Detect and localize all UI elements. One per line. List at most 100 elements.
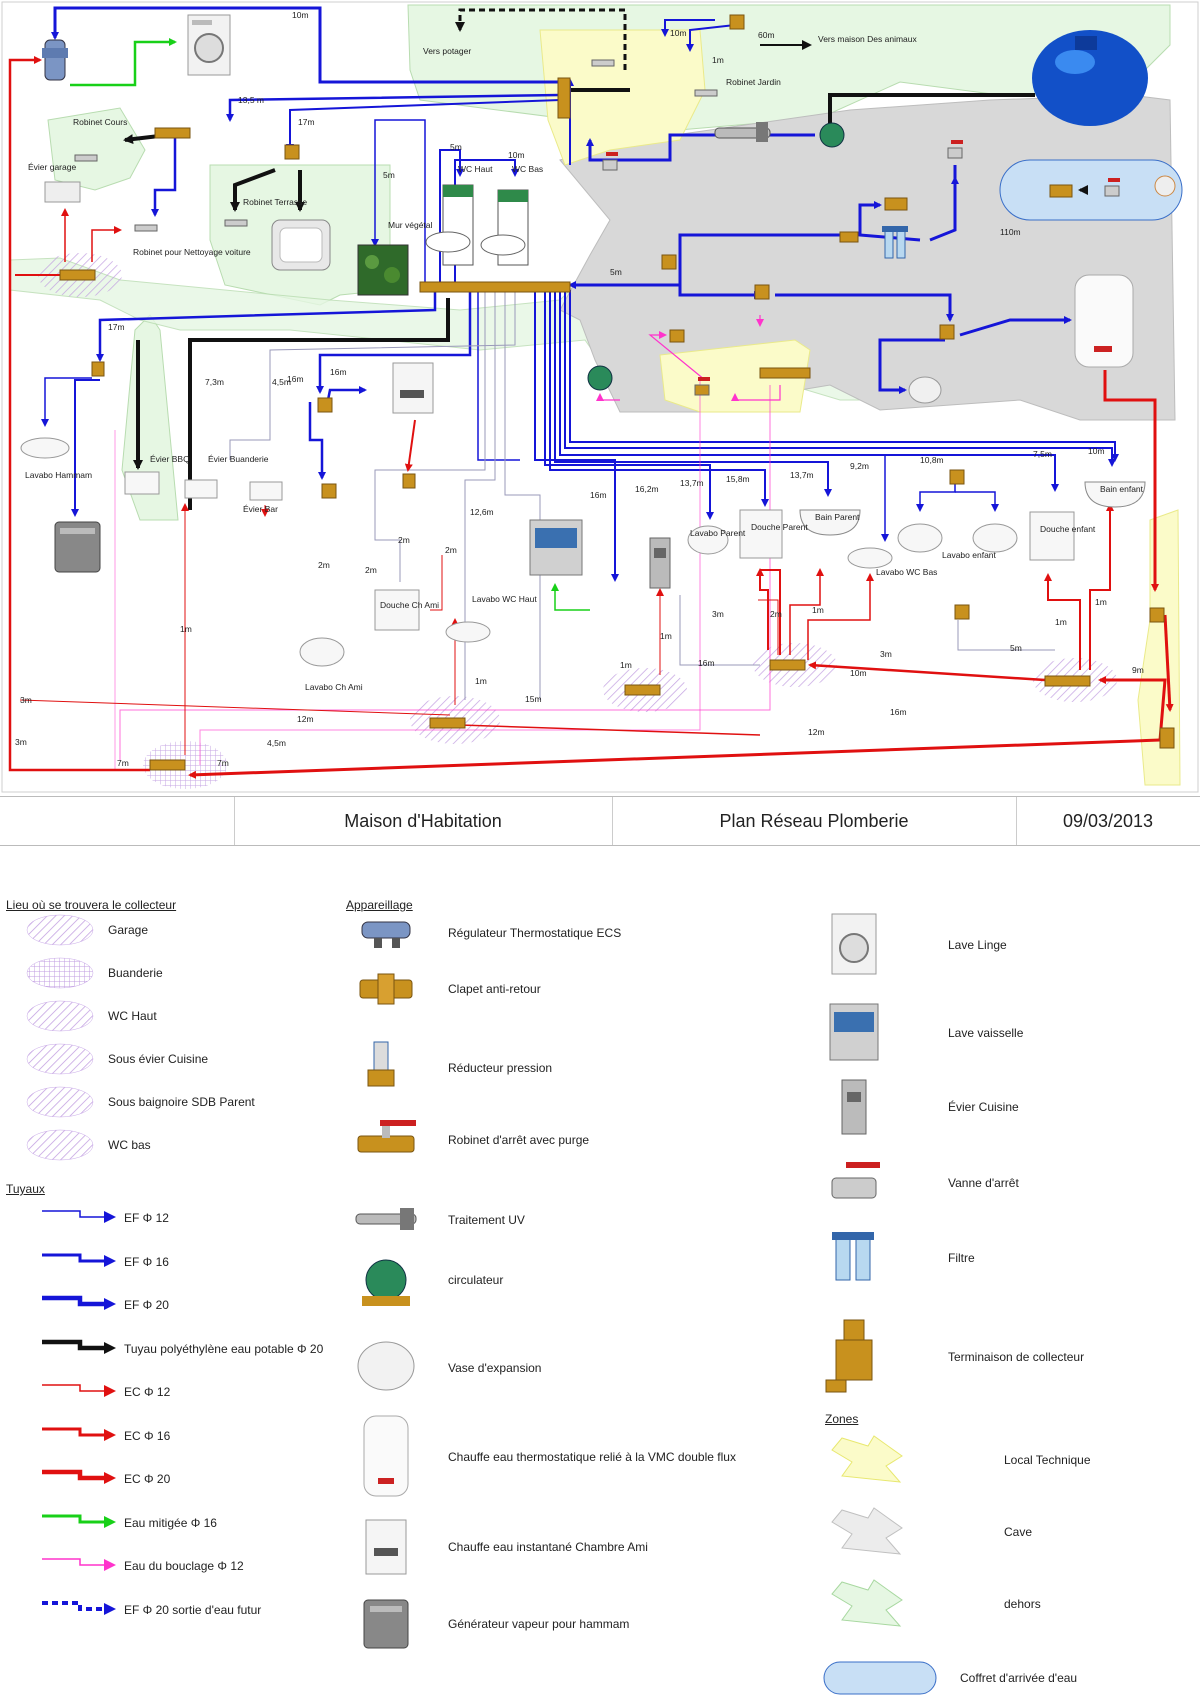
pipe-ef-parent-douche <box>549 290 769 507</box>
drain-valve-icon <box>357 1120 416 1153</box>
pipe-ec-enfant-bain <box>1089 503 1114 670</box>
length-label: 12m <box>297 714 314 724</box>
length-label: 15m <box>525 694 542 704</box>
length-label: 1m <box>1055 617 1067 627</box>
length-label: 1m <box>1095 597 1107 607</box>
washing-machine-icon <box>187 14 231 76</box>
length-label: 4,5m <box>267 738 286 748</box>
equipment <box>20 14 1176 771</box>
shutoff-valve-icon <box>831 1162 880 1199</box>
pipe-swatch <box>42 1558 116 1571</box>
pipe-grey-2 <box>464 290 496 700</box>
legend-pipe-label: Eau du bouclage Φ 12 <box>124 1559 244 1573</box>
pipe-swatch <box>42 1253 116 1267</box>
legend-pipe-item: EF Φ 20 <box>40 1287 169 1323</box>
zone-swatch <box>831 1579 903 1627</box>
pipe-ec-parent-bain <box>789 568 824 655</box>
title-block: Maison d'Habitation Plan Réseau Plomberi… <box>0 796 1200 846</box>
length-label: 1m <box>475 676 487 686</box>
legend-zone-label: dehors <box>1004 1597 1041 1611</box>
legend-appliance-label: Filtre <box>948 1251 975 1265</box>
legend-pipe-item: EC Φ 16 <box>40 1418 170 1454</box>
pipe-ec-12m-a <box>19 699 451 716</box>
pipe-ec-wc-bas <box>1098 676 1167 741</box>
pipe-ec-enfant-douche <box>1044 573 1081 670</box>
length-label: 15,8m <box>726 474 750 484</box>
legend-appliance-label: Vanne d'arrêt <box>948 1176 1019 1190</box>
label-lavabo-hammam: Lavabo Hammam <box>25 470 92 480</box>
length-label: 5m <box>383 170 395 180</box>
pipe-loop-b <box>596 393 620 401</box>
pipe-poly-terrasse-b <box>230 168 276 212</box>
legend-pipe-item: EF Φ 16 <box>40 1244 169 1280</box>
pipe-ef-17 <box>286 99 561 152</box>
pipe-swatch <box>42 1427 116 1441</box>
pipe-ef-douche-ami <box>308 402 326 480</box>
length-label: 2m <box>318 560 330 570</box>
label-lavabo-parent: Lavabo Parent <box>690 528 746 538</box>
legend-collector-label: Garage <box>108 923 149 937</box>
pipe-ef-ami <box>316 290 472 394</box>
legend-equipment-item: Régulateur Thermostatique ECS <box>354 912 621 954</box>
length-label: 7,3m <box>205 377 224 387</box>
legend-equipment-item: circulateur <box>354 1250 503 1310</box>
drawing-house-name: Maison d'Habitation <box>344 811 502 831</box>
pipe-grey-3 <box>504 290 541 700</box>
length-label: 10m <box>670 28 687 38</box>
legend-pipe-label: EF Φ 16 <box>124 1254 169 1269</box>
length-label: 110m <box>1000 227 1021 237</box>
length-label: 1m <box>620 660 632 670</box>
zone-water-arrival <box>999 159 1183 221</box>
wc-haut-icon <box>425 184 474 266</box>
legend-collector-label: Sous baignoire SDB Parent <box>108 1095 255 1109</box>
legend-pipe-label: EF Φ 20 sortie d'eau futur <box>124 1602 262 1617</box>
pipe-ec-right-col <box>1163 614 1174 712</box>
pipe-grey-6 <box>957 620 1055 651</box>
zone-outside-garage <box>47 107 146 191</box>
label-bain-parent: Bain Parent <box>815 512 860 522</box>
legend-collector-item: Buanderie <box>24 955 163 991</box>
legend-pipes-heading: Tuyaux <box>6 1182 45 1196</box>
pipe-ef-jardin <box>686 24 736 52</box>
legend-pipe-item: EF Φ 20 sortie d'eau futur <box>40 1592 261 1628</box>
legend-pipe-item: Tuyau polyéthylène eau potable Φ 20 <box>40 1331 323 1367</box>
pipe-ec-parent <box>808 661 1046 682</box>
instant-heater-icon <box>392 362 434 414</box>
wc-bas-icon <box>480 189 529 266</box>
legend-appliance-label: Lave Linge <box>948 938 1007 952</box>
pipe-ec-ami-heater <box>404 419 416 472</box>
length-label: 5m <box>610 267 622 277</box>
length-label: 10m <box>850 668 867 678</box>
legend-equipment-item: Clapet anti-retour <box>354 968 541 1010</box>
legend-pipe-label: EF Φ 12 <box>124 1211 169 1225</box>
bathtub-icons <box>799 481 1146 536</box>
pipe-loop-f <box>199 380 701 765</box>
label-maison-animaux: Vers maison Des animaux <box>818 34 917 44</box>
legend-pipe-item: Eau du bouclage Φ 12 <box>40 1548 244 1584</box>
legend-equipment-item: Chauffe eau instantané Chambre Ami <box>354 1516 648 1578</box>
pipe-ef-135 <box>226 93 561 122</box>
thermostatic-regulator-icon <box>42 39 68 81</box>
collector-zone-swatch <box>26 1129 94 1161</box>
label-robinet-jardin: Robinet Jardin <box>726 77 781 87</box>
length-label: 7,5m <box>1033 449 1052 459</box>
label-lavabo-enfant: Lavabo enfant <box>942 550 997 560</box>
legend-zone-item: Coffret d'arrivée d'eau <box>822 1650 1077 1706</box>
label-evier-bar: Évier Bar <box>243 504 278 514</box>
pipe-to-potager <box>455 8 627 70</box>
length-label: 7m <box>117 758 129 768</box>
steam-generator-icon <box>54 521 101 573</box>
length-label: 1m <box>180 624 192 634</box>
legend-collector-item: WC Haut <box>24 998 157 1034</box>
brass-fitting-icons <box>91 14 1175 749</box>
legend-equipment-label: circulateur <box>448 1273 504 1287</box>
pipe-ef-bain-enfant <box>569 290 1119 462</box>
pipe-swatch <box>42 1384 116 1397</box>
length-label: 10m <box>292 10 309 20</box>
pipe-ec-voiture <box>91 226 122 262</box>
pipe-ec-parent-douche <box>760 569 781 655</box>
pipe-ef-wc-haut-col <box>477 290 520 461</box>
legend-appliance-label: Lave vaisselle <box>948 1026 1024 1040</box>
pipe-ec-heater-down <box>1103 370 1159 592</box>
length-label: 13,7m <box>790 470 814 480</box>
